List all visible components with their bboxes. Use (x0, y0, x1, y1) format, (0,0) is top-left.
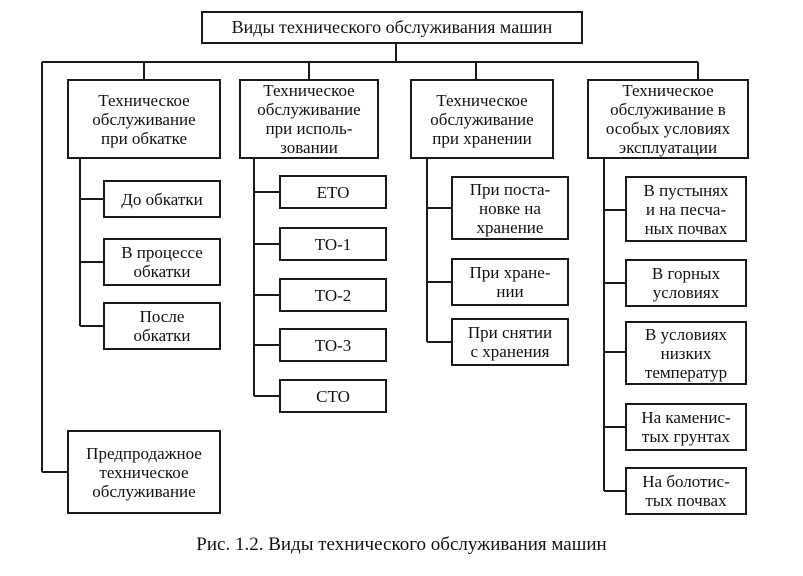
category-label: Техническое обслуживание в особых услови… (605, 81, 731, 157)
category-box-break-in: Техническое обслуживание при обкатке (67, 79, 221, 159)
item-label: После обкатки (133, 307, 191, 345)
item-label: В горных условиях (651, 264, 721, 302)
item-label: При поста- новке на хранение (469, 179, 551, 237)
category-box-storage: Техническое обслуживание при хранении (410, 79, 554, 159)
diagram-title-box: Виды технического обслуживания машин (201, 11, 583, 44)
item-label: ТО-2 (314, 285, 352, 305)
item-box: На каменис- тых грунтах (625, 403, 747, 451)
item-box: До обкатки (103, 180, 221, 218)
item-box: ТО-3 (279, 328, 387, 362)
category-label: Техническое обслуживание при обкатке (92, 90, 196, 148)
item-box: ЕТО (279, 175, 387, 209)
item-box: На болотис- тых почвах (625, 467, 747, 515)
item-box: ТО-1 (279, 227, 387, 261)
item-label: На болотис- тых почвах (642, 472, 730, 510)
item-box: ТО-2 (279, 278, 387, 312)
category-label: Техническое обслуживание при исполь- зов… (257, 81, 361, 157)
item-label: ЕТО (316, 182, 350, 202)
item-box: В горных условиях (625, 259, 747, 307)
figure-caption: Рис. 1.2. Виды технического обслуживания… (196, 534, 607, 555)
item-label: ТО-1 (314, 234, 352, 254)
presale-box: Предпродажное техническое обслуживание (67, 430, 221, 514)
item-box: При снятии с хранения (451, 318, 569, 366)
item-box: После обкатки (103, 302, 221, 350)
item-box: В процессе обкатки (103, 238, 221, 286)
category-label: Техническое обслуживание при хранении (430, 90, 534, 148)
presale-label: Предпродажное техническое обслуживание (86, 443, 202, 501)
item-label: ТО-3 (314, 335, 352, 355)
item-box: При поста- новке на хранение (451, 176, 569, 240)
item-label: В условиях низких температур (644, 324, 728, 382)
item-label: В пустынях и на песча- ных почвах (643, 180, 729, 238)
category-box-usage: Техническое обслуживание при исполь- зов… (239, 79, 379, 159)
item-box: СТО (279, 379, 387, 413)
category-box-special-conditions: Техническое обслуживание в особых услови… (587, 79, 749, 159)
item-box: При хране- нии (451, 258, 569, 306)
item-label: СТО (316, 386, 350, 406)
item-label: До обкатки (121, 189, 203, 209)
item-label: При хране- нии (469, 263, 551, 301)
item-label: На каменис- тых грунтах (641, 408, 731, 446)
item-label: При снятии с хранения (467, 323, 553, 361)
item-box: В пустынях и на песча- ных почвах (625, 176, 747, 242)
item-box: В условиях низких температур (625, 321, 747, 385)
diagram-title: Виды технического обслуживания машин (231, 17, 553, 37)
item-label: В процессе обкатки (121, 243, 203, 281)
